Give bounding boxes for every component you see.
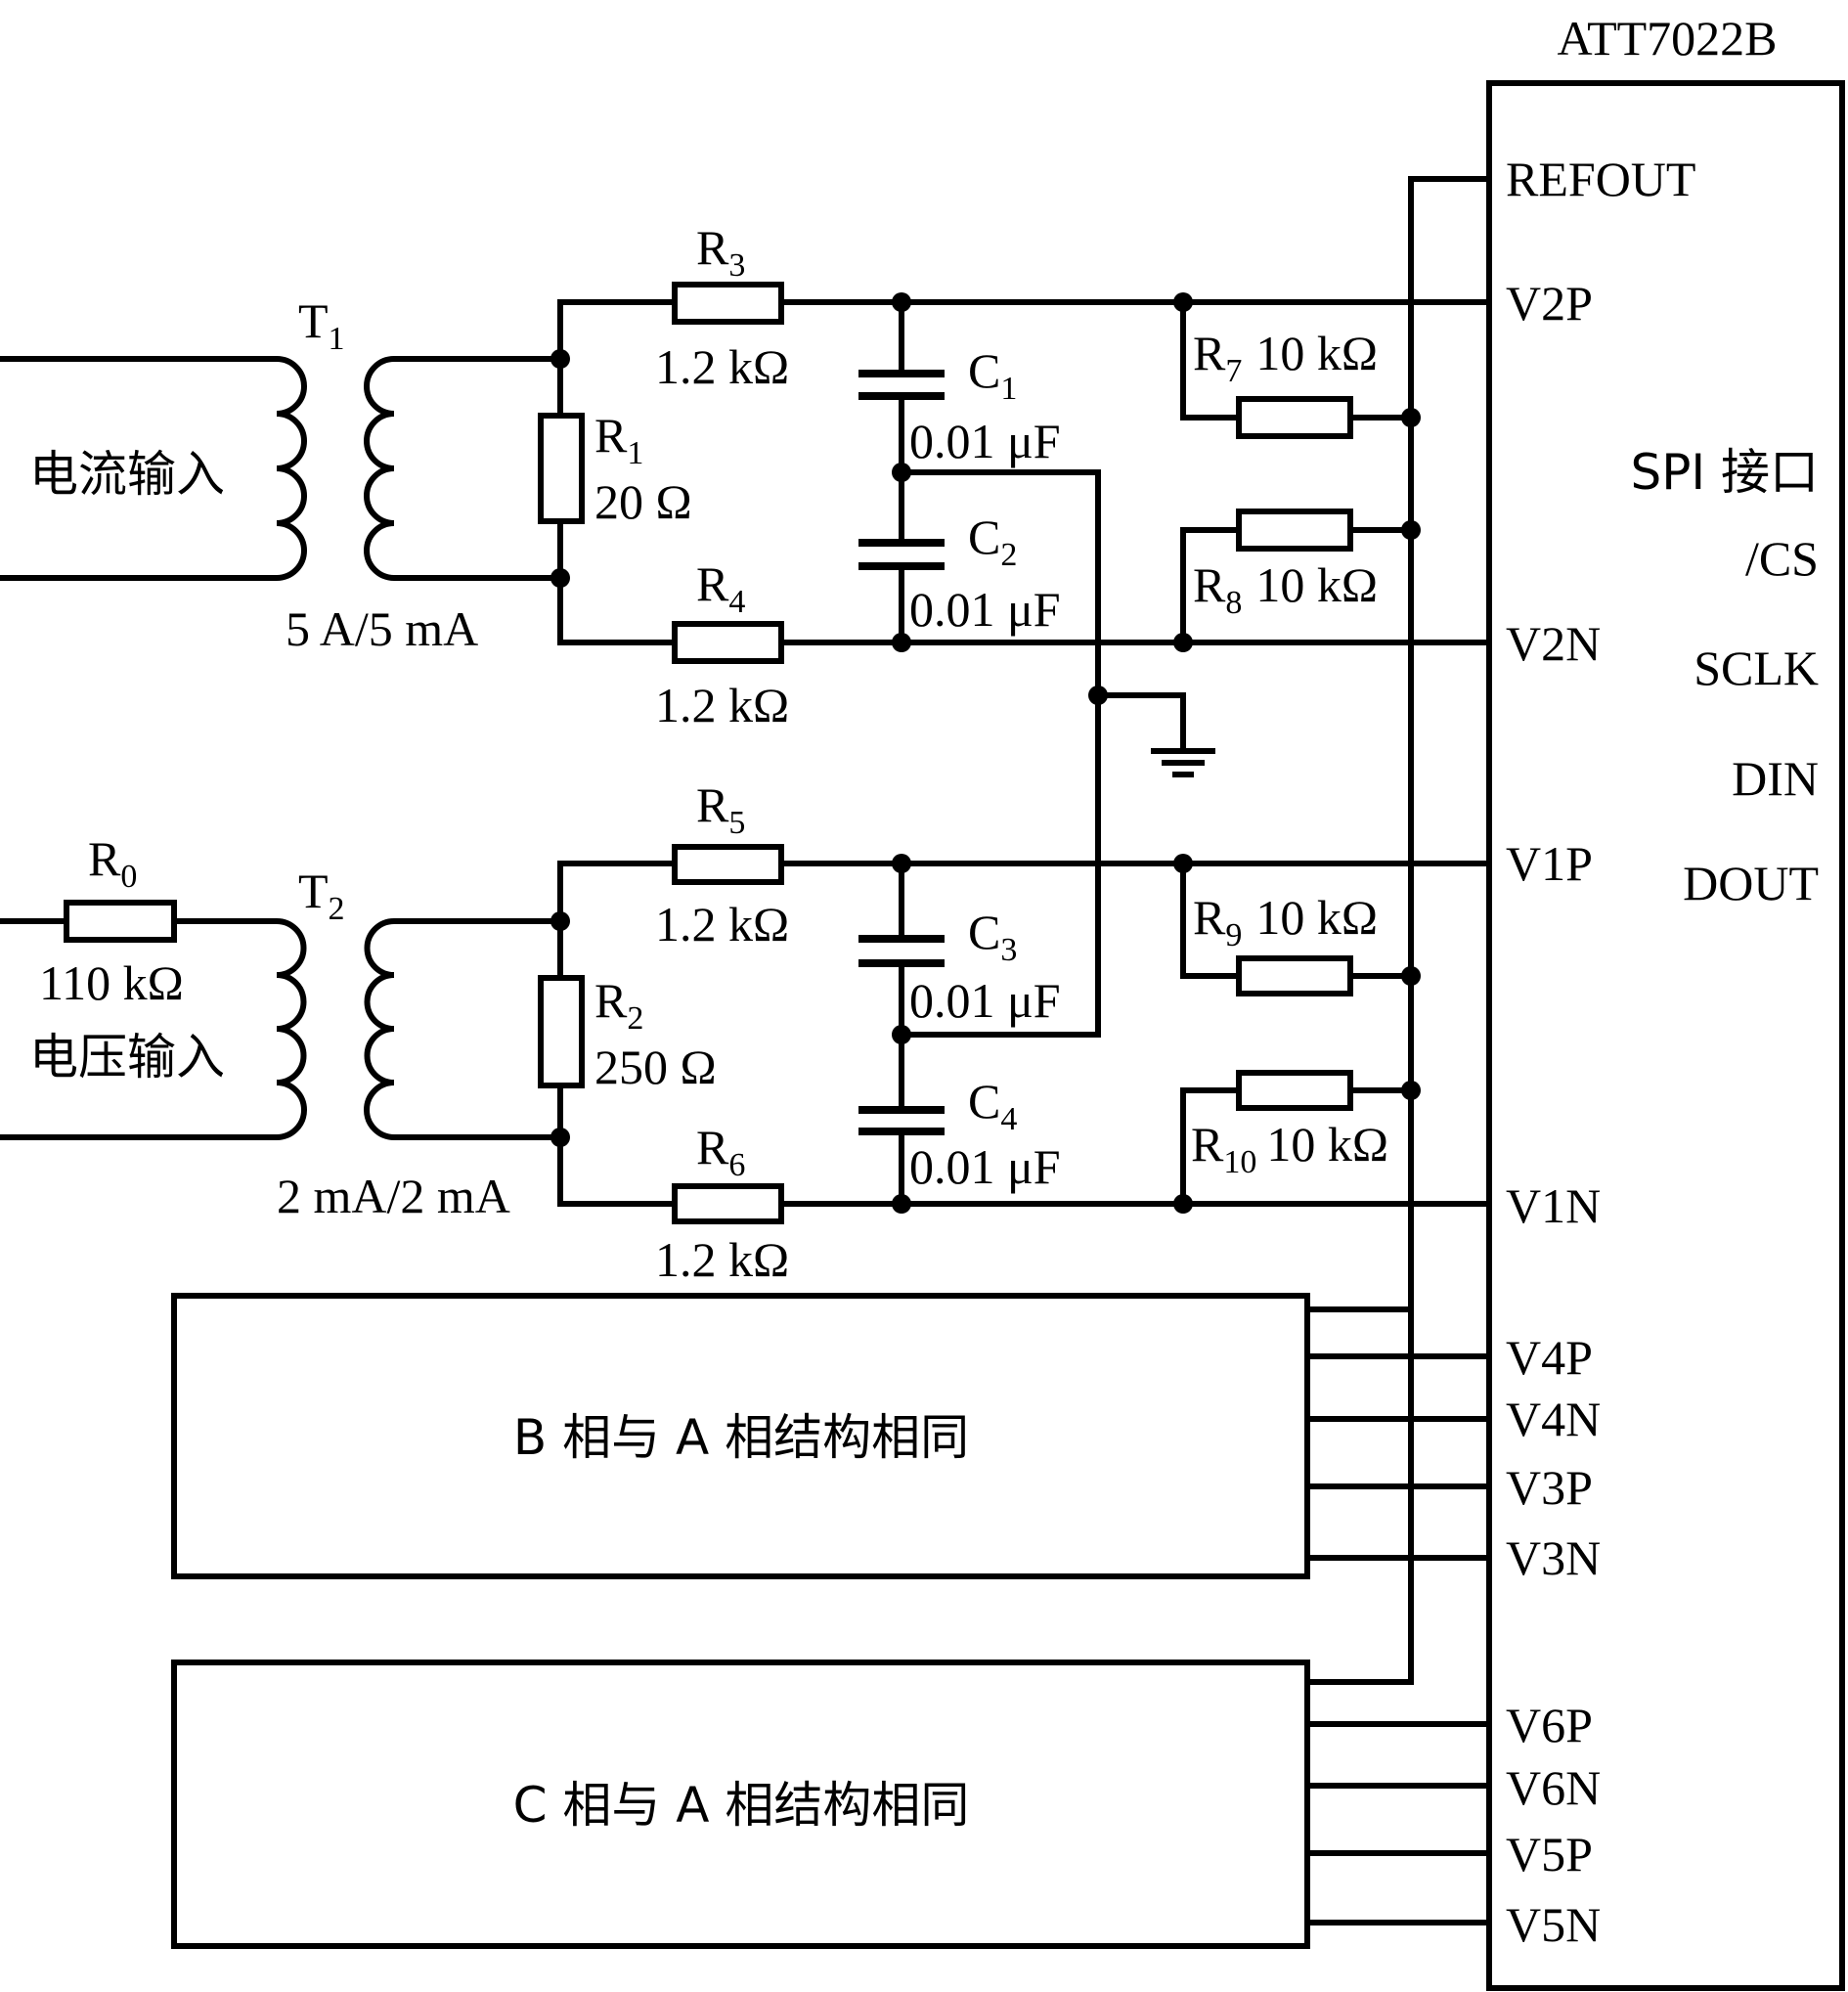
phase-b-box xyxy=(171,1293,1310,1579)
pin-cs: /CS xyxy=(1745,531,1819,586)
pin-v3p: V3P xyxy=(1506,1460,1593,1515)
r9-resistor xyxy=(1236,955,1353,996)
r5-label: R5 xyxy=(696,777,745,841)
r2-value: 250 Ω xyxy=(594,1040,717,1094)
pin-v1p: V1P xyxy=(1506,836,1593,891)
pin-v4p: V4P xyxy=(1506,1330,1593,1385)
r0-label: R0 xyxy=(88,831,137,895)
r6-resistor xyxy=(672,1183,784,1224)
t1-primary-coil xyxy=(0,356,307,581)
pin-v1n: V1N xyxy=(1506,1178,1601,1233)
voltage-channel: R0 110 kΩ 电压输入 T2 2 mA/2 mA R2 250 Ω R5 … xyxy=(0,777,1492,1287)
r4-value: 1.2 kΩ xyxy=(655,678,789,732)
pin-refout: REFOUT xyxy=(1506,152,1695,206)
t1-label: T1 xyxy=(298,293,345,357)
pin-v6p: V6P xyxy=(1506,1698,1593,1752)
c3-label: C3 xyxy=(968,905,1017,968)
c4-value: 0.01 μF xyxy=(909,1139,1061,1194)
pin-v2p: V2P xyxy=(1506,276,1593,331)
r8-resistor xyxy=(1236,509,1353,552)
refout-bus xyxy=(1304,176,1492,1685)
pin-v5n: V5N xyxy=(1506,1897,1601,1952)
r6-label: R6 xyxy=(696,1120,745,1183)
pin-v6n: V6N xyxy=(1506,1760,1601,1815)
ic-name: ATT7022B xyxy=(1558,11,1778,66)
r3-resistor xyxy=(672,282,784,325)
t2-label: T2 xyxy=(298,863,345,927)
r5-value: 1.2 kΩ xyxy=(655,897,789,952)
c3-value: 0.01 μF xyxy=(909,973,1061,1028)
t2-ratio: 2 mA/2 mA xyxy=(277,1169,510,1223)
r5-resistor xyxy=(672,844,784,885)
t2-primary-coil xyxy=(0,918,307,1140)
c1-value: 0.01 μF xyxy=(909,414,1061,468)
ic-att7022b: ATT7022B REFOUT V2P V2N V1P V1N V4P V4N … xyxy=(1486,11,1845,1991)
current-channel: 电流输入 T1 5 A/5 mA R1 20 Ω R3 1.2 kΩ R4 1.… xyxy=(0,220,1492,1038)
ground-icon xyxy=(1088,686,1215,777)
c2-label: C2 xyxy=(968,509,1017,573)
r2-label: R2 xyxy=(594,973,643,1037)
t1-secondary-coil xyxy=(364,356,563,581)
pin-sclk: SCLK xyxy=(1694,641,1819,695)
c2-value: 0.01 μF xyxy=(909,582,1061,637)
phase-b-block: B 相与 A 相结构相同 xyxy=(171,1293,1492,1579)
r4-resistor xyxy=(672,621,784,664)
r10-resistor xyxy=(1236,1070,1353,1111)
voltage-input-label: 电压输入 xyxy=(29,1029,225,1085)
pin-v2n: V2N xyxy=(1506,616,1601,671)
r7-resistor xyxy=(1236,396,1353,439)
current-input-label: 电流输入 xyxy=(29,446,225,503)
c1-label: C1 xyxy=(968,343,1017,407)
r2-resistor xyxy=(538,975,585,1088)
t1-ratio: 5 A/5 mA xyxy=(286,601,478,656)
phase-c-box xyxy=(171,1660,1310,1949)
r3-value: 1.2 kΩ xyxy=(655,339,789,394)
pin-din: DIN xyxy=(1732,751,1819,806)
spi-interface-label: SPI 接口 xyxy=(1630,444,1819,501)
r1-value: 20 Ω xyxy=(594,474,692,529)
pin-dout: DOUT xyxy=(1683,856,1819,910)
phase-c-block: C 相与 A 相结构相同 xyxy=(171,1660,1492,1949)
r6-value: 1.2 kΩ xyxy=(655,1232,789,1287)
ic-body xyxy=(1486,80,1845,1991)
r0-value: 110 kΩ xyxy=(39,955,184,1010)
r0-resistor xyxy=(64,900,177,943)
phase-c-label: C 相与 A 相结构相同 xyxy=(513,1777,970,1834)
r1-label: R1 xyxy=(594,408,643,471)
c4-label: C4 xyxy=(968,1074,1017,1137)
t2-secondary-coil xyxy=(364,918,563,1140)
r3-label: R3 xyxy=(696,220,745,284)
r4-label: R4 xyxy=(696,556,745,620)
phase-b-label: B 相与 A 相结构相同 xyxy=(513,1409,969,1466)
r1-resistor xyxy=(538,413,585,524)
pin-v4n: V4N xyxy=(1506,1392,1601,1446)
pin-v5p: V5P xyxy=(1506,1827,1593,1881)
pin-v3n: V3N xyxy=(1506,1530,1601,1585)
